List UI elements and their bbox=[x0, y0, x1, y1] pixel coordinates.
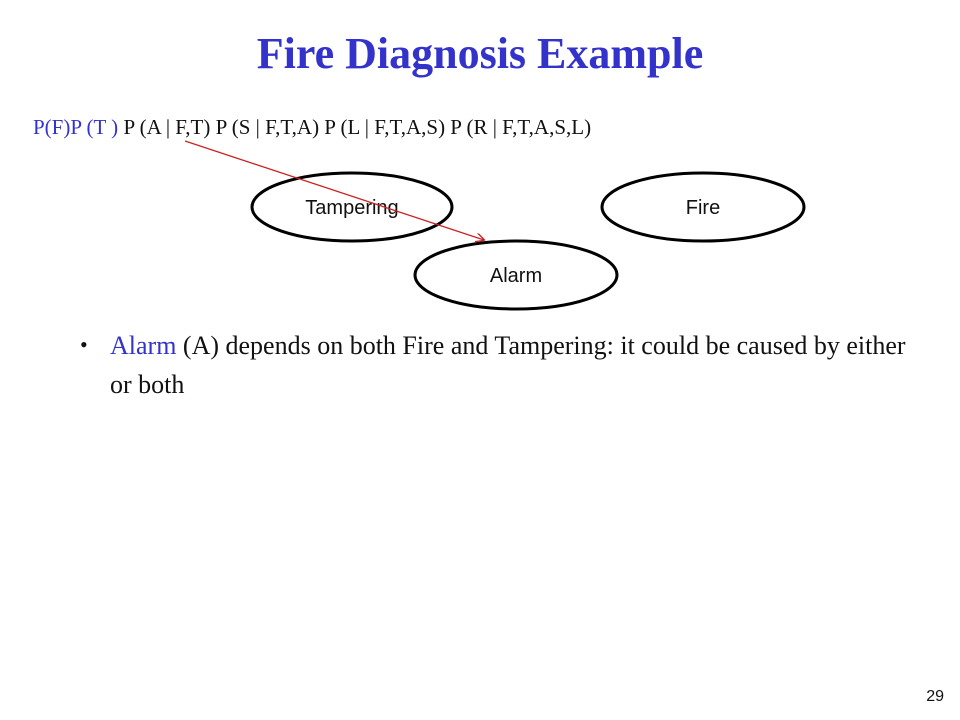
bullet-dot-icon: • bbox=[80, 332, 88, 357]
slide-title: Fire Diagnosis Example bbox=[256, 29, 704, 78]
fire-node bbox=[600, 171, 806, 243]
page-number: 29 bbox=[926, 688, 944, 705]
alarm-node bbox=[413, 239, 619, 311]
bullet-list: • Alarm (A) depends on both Fire and Tam… bbox=[78, 326, 908, 404]
bullet-item: • Alarm (A) depends on both Fire and Tam… bbox=[78, 326, 908, 404]
bullet-highlight: Alarm bbox=[110, 331, 177, 360]
bullet-text: (A) depends on both Fire and Tampering: … bbox=[110, 331, 906, 399]
formula-remaining-terms: P (A | F,T) P (S | F,T,A) P (L | F,T,A,S… bbox=[118, 115, 592, 139]
alarm-node-label: Alarm bbox=[490, 265, 542, 287]
tampering-to-alarm-arrow bbox=[184, 140, 484, 240]
tampering-node-label: Tampering bbox=[305, 197, 398, 219]
fire-node-label: Fire bbox=[686, 197, 720, 219]
formula-highlighted-terms: P(F)P (T ) bbox=[33, 115, 119, 139]
tampering-node bbox=[250, 171, 454, 243]
probability-formula: P(F)P (T ) P (A | F,T) P (S | F,T,A) P (… bbox=[33, 115, 591, 140]
